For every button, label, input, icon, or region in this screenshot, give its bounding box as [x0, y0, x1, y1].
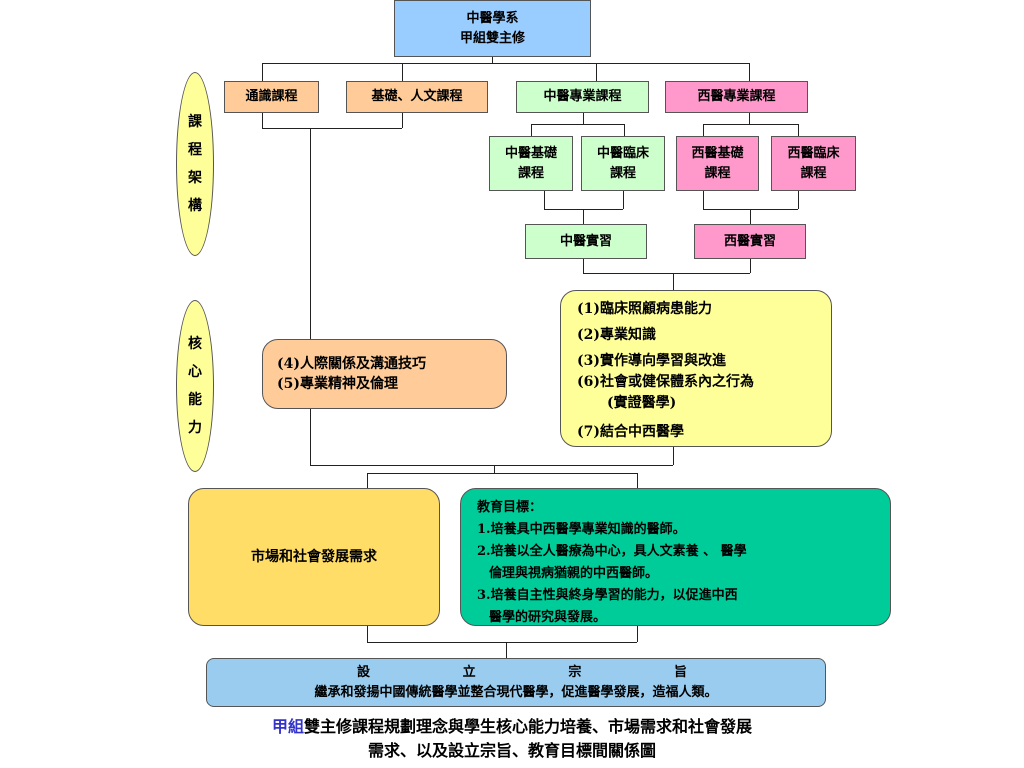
competency-5: (5)專業精神及倫理: [277, 376, 398, 392]
tcm-internship-box: 中醫實習: [525, 224, 647, 259]
competency-3: (3)實作導向學習與改進: [577, 353, 726, 369]
tcm-clinical-label-1: 中醫臨床: [596, 145, 649, 161]
department-track: 甲組雙主修: [459, 30, 525, 46]
wm-basic-label-2: 課程: [704, 165, 731, 181]
caption-highlight: 甲組: [271, 717, 304, 736]
tcm-internship-label: 中醫實習: [559, 233, 612, 249]
competency-6-note: (實證醫學): [607, 395, 677, 411]
competencies-left-box: (4)人際關係及溝通技巧 (5)專業精神及倫理: [262, 339, 507, 409]
market-needs-label: 市場和社會發展需求: [251, 549, 377, 565]
core-competency-char-3: 能: [188, 392, 202, 408]
wm-basic-label-1: 西醫基礎: [691, 145, 744, 161]
mission-title-char-3: 宗: [568, 665, 582, 680]
diagram-caption: 甲組雙主修課程規劃理念與學生核心能力培養、市場需求和社會發展 需求、以及設立宗旨…: [0, 715, 1024, 763]
mission-title-char-1: 設: [357, 665, 371, 680]
competency-7: (7)結合中西醫學: [577, 424, 684, 440]
caption-line-1: 甲組雙主修課程規劃理念與學生核心能力培養、市場需求和社會發展: [0, 715, 1024, 739]
education-goal-2: 2.培養以全人醫療為中心，具人文素養 、 醫學: [477, 544, 747, 559]
competencies-right-box: (1)臨床照顧病患能力 (2)專業知識 (3)實作導向學習與改進 (6)社會或健…: [560, 290, 832, 447]
wm-professional-course-label: 西醫專業課程: [697, 89, 776, 104]
course-structure-char-1: 課: [188, 114, 202, 130]
course-structure-char-4: 構: [188, 198, 202, 214]
basic-humanities-course-box: 基礎、人文課程: [346, 81, 488, 113]
department-box: 中醫學系 甲組雙主修: [394, 0, 591, 57]
mission-title: 設 立 宗 旨: [357, 663, 687, 683]
education-goal-1: 1.培養具中西醫學專業知識的醫師。: [477, 522, 686, 537]
education-goal-3: 3.培養自主性與終身學習的能力，以促進中西: [477, 588, 738, 603]
caption-line-2: 需求、以及設立宗旨、教育目標間關係圖: [367, 741, 656, 760]
course-structure-char-2: 程: [188, 142, 202, 158]
course-structure-oval: 課 程 架 構: [176, 72, 214, 256]
mission-box: 設 立 宗 旨 繼承和發揚中國傳統醫學並整合現代醫學，促進醫學發展，造福人類。: [206, 658, 826, 707]
department-name: 中醫學系: [466, 10, 519, 26]
tcm-basic-course-box: 中醫基礎 課程: [489, 136, 573, 191]
competency-1: (1)臨床照顧病患能力: [577, 301, 712, 317]
core-competency-char-1: 核: [188, 336, 202, 352]
mission-title-char-4: 旨: [673, 665, 687, 680]
core-competency-oval: 核 心 能 力: [176, 300, 214, 472]
tcm-basic-label-2: 課程: [517, 165, 544, 181]
wm-basic-course-box: 西醫基礎 課程: [676, 136, 759, 191]
tcm-clinical-course-box: 中醫臨床 課程: [581, 136, 665, 191]
education-goal-2-cont: 倫理與視病猶親的中西醫師。: [489, 566, 659, 581]
education-goals-title: 教育目標：: [477, 500, 543, 515]
tcm-basic-label-1: 中醫基礎: [504, 145, 557, 161]
wm-professional-course-box: 西醫專業課程: [665, 81, 808, 113]
wm-clinical-label-2: 課程: [800, 165, 827, 181]
education-goals-box: 教育目標： 1.培養具中西醫學專業知識的醫師。 2.培養以全人醫療為中心，具人文…: [460, 488, 891, 626]
wm-clinical-label-1: 西醫臨床: [787, 145, 840, 161]
wm-clinical-course-box: 西醫臨床 課程: [771, 136, 856, 191]
caption-line-1-rest: 雙主修課程規劃理念與學生核心能力培養、市場需求和社會發展: [304, 717, 753, 736]
education-goal-3-cont: 醫學的研究與發展。: [489, 610, 607, 625]
course-structure-char-3: 架: [188, 170, 202, 186]
mission-text: 繼承和發揚中國傳統醫學並整合現代醫學，促進醫學發展，造福人類。: [314, 685, 718, 700]
general-course-label: 通識課程: [245, 89, 298, 104]
wm-internship-box: 西醫實習: [694, 224, 806, 259]
general-course-box: 通識課程: [224, 81, 319, 113]
tcm-professional-course-box: 中醫專業課程: [516, 81, 649, 113]
wm-internship-label: 西醫實習: [723, 233, 776, 249]
core-competency-char-2: 心: [188, 364, 202, 380]
basic-humanities-course-label: 基礎、人文課程: [371, 89, 463, 104]
market-needs-box: 市場和社會發展需求: [188, 488, 440, 626]
competency-2: (2)專業知識: [577, 327, 656, 343]
competency-6: (6)社會或健保體系內之行為: [577, 374, 754, 390]
competency-4: (4)人際關係及溝通技巧: [277, 356, 426, 372]
mission-title-char-2: 立: [462, 665, 476, 680]
tcm-professional-course-label: 中醫專業課程: [543, 89, 622, 104]
core-competency-char-4: 力: [188, 420, 202, 436]
tcm-clinical-label-2: 課程: [609, 165, 636, 181]
